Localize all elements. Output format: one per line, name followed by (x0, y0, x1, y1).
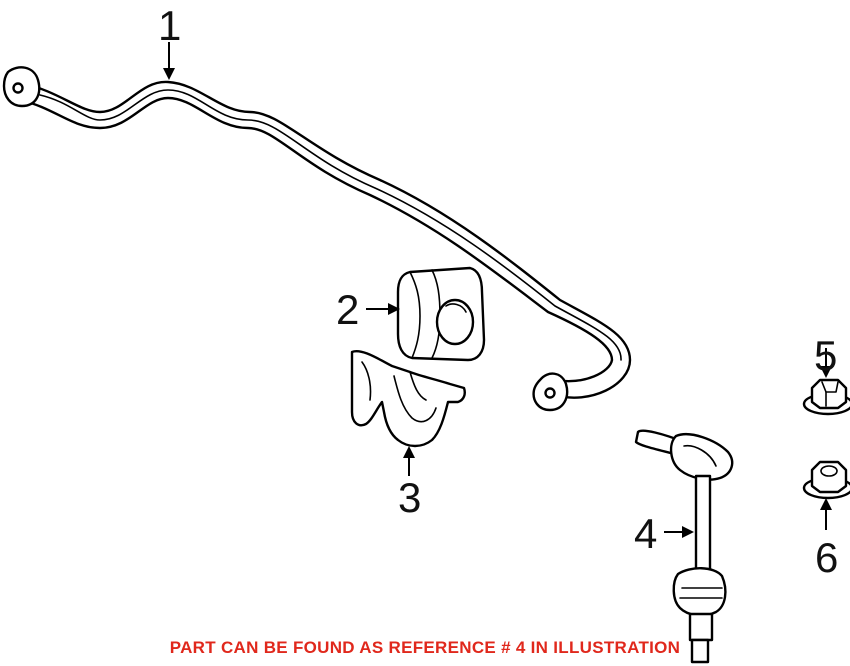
link-lower-ball-joint (672, 567, 727, 617)
reference-note: PART CAN BE FOUND AS REFERENCE # 4 IN IL… (169, 638, 681, 657)
flange-nut-hex (810, 378, 848, 410)
stabilizer-bar-body (18, 80, 632, 399)
stabilizer-bar-eyelet-right (544, 387, 556, 399)
stabilizer-bar (2, 66, 632, 412)
bushing-bore (435, 298, 475, 346)
link-upper-ball-joint (669, 433, 734, 481)
stabilizer-bushing (396, 266, 486, 362)
bracket-body (350, 350, 466, 448)
bushing-bracket (350, 350, 466, 448)
stabilizer-link (634, 429, 734, 664)
leader-lines (163, 42, 832, 538)
callout-1: 1 (158, 2, 181, 49)
callout-6: 6 (815, 534, 838, 581)
stabilizer-bar-eyelet-left (12, 82, 24, 94)
link-shaft (694, 474, 712, 574)
callout-5: 5 (814, 332, 837, 379)
hex-nut (802, 460, 850, 500)
flange-nut (802, 378, 850, 416)
callout-3: 3 (398, 474, 421, 521)
callout-4: 4 (634, 510, 657, 557)
callout-2: 2 (336, 286, 359, 333)
